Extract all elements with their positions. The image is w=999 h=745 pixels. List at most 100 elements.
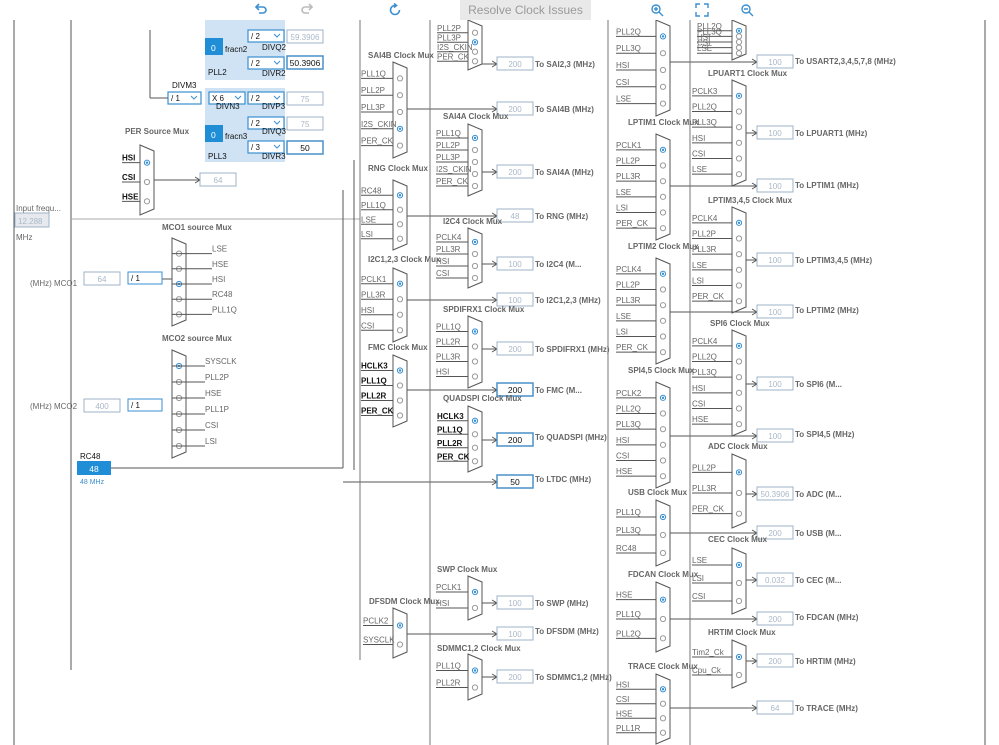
mux-radio[interactable] <box>659 615 667 623</box>
mux-radio[interactable] <box>396 327 404 334</box>
mux-radio[interactable] <box>735 33 743 40</box>
rc48-box[interactable] <box>77 461 111 475</box>
mux-15[interactable] <box>467 653 483 701</box>
mux-radio[interactable] <box>659 729 667 736</box>
mux-radio[interactable] <box>659 333 667 340</box>
mux-radio[interactable] <box>471 182 479 190</box>
mux-radio[interactable] <box>396 382 404 389</box>
output-box-5[interactable] <box>496 292 534 307</box>
mux-17[interactable] <box>731 79 747 187</box>
mux-radio[interactable] <box>735 108 743 115</box>
mux-radio[interactable] <box>659 441 667 448</box>
mux-radio[interactable] <box>396 296 404 303</box>
mux-radio[interactable] <box>735 421 743 428</box>
mco1-div-select[interactable] <box>127 271 163 285</box>
mux-radio[interactable] <box>659 715 667 722</box>
mux-radio[interactable] <box>659 66 667 74</box>
mux-radio[interactable] <box>735 171 743 178</box>
mux-radio[interactable] <box>471 684 479 691</box>
divr2-select[interactable] <box>247 56 285 70</box>
mux-radio[interactable] <box>396 311 404 318</box>
mux-radio[interactable] <box>659 302 667 309</box>
output-box-8[interactable] <box>496 56 534 71</box>
mux-radio[interactable] <box>735 50 743 57</box>
mux-radio[interactable] <box>659 635 667 642</box>
mux-radio[interactable] <box>659 100 667 107</box>
mux-radio[interactable] <box>659 473 667 480</box>
mux-4[interactable] <box>392 179 408 251</box>
mux-radio[interactable] <box>471 431 479 438</box>
mux-radio[interactable] <box>735 374 743 381</box>
mux-radio[interactable] <box>735 510 743 517</box>
mux-radio[interactable] <box>143 178 151 186</box>
mco2-div-select[interactable] <box>127 398 163 412</box>
input-frequency-field[interactable] <box>14 212 50 228</box>
undo-icon[interactable] <box>250 0 272 20</box>
divq3-select[interactable] <box>247 116 285 130</box>
mux-radio[interactable] <box>735 235 743 242</box>
mux-radio[interactable] <box>735 358 743 365</box>
mux-5[interactable] <box>392 267 408 343</box>
mux-radio[interactable] <box>735 251 743 258</box>
mux-radio[interactable] <box>659 317 667 324</box>
mux-radio[interactable] <box>659 410 667 417</box>
output-box-12[interactable] <box>496 474 534 489</box>
fit-to-screen-icon[interactable] <box>691 0 713 20</box>
mux-radio[interactable] <box>143 198 151 205</box>
mux-7[interactable] <box>467 405 483 473</box>
fracn2-box[interactable] <box>205 38 223 55</box>
mux-radio[interactable] <box>471 48 479 55</box>
output-box-11[interactable] <box>496 341 534 356</box>
mux-radio[interactable] <box>471 444 479 451</box>
divp3-select[interactable] <box>247 91 285 105</box>
mux-radio[interactable] <box>471 250 479 258</box>
mux-radio[interactable] <box>471 274 479 282</box>
resolve-clock-issues-button[interactable]: Resolve Clock Issues <box>460 0 591 20</box>
output-box-22[interactable] <box>756 428 794 443</box>
mux-radio[interactable] <box>659 50 667 57</box>
mux-28[interactable] <box>655 673 671 745</box>
mux-radio[interactable] <box>659 193 667 200</box>
mux-radio[interactable] <box>471 262 479 270</box>
mux-radio[interactable] <box>735 266 743 273</box>
output-box-17[interactable] <box>756 125 794 140</box>
mux-radio[interactable] <box>735 597 743 605</box>
mux-radio[interactable] <box>659 209 667 216</box>
mux-radio[interactable] <box>471 146 479 154</box>
mux-radio[interactable] <box>396 108 404 116</box>
output-box-7[interactable] <box>496 432 534 447</box>
output-box-4[interactable] <box>496 208 534 223</box>
mux-radio[interactable] <box>396 412 404 419</box>
mux-radio[interactable] <box>659 83 667 90</box>
mux-radio[interactable] <box>396 142 404 149</box>
mux-radio[interactable] <box>659 457 667 464</box>
refresh-icon[interactable] <box>384 0 406 20</box>
mux-radio[interactable] <box>735 671 743 679</box>
mux-radio[interactable] <box>735 124 743 131</box>
divr3-select[interactable] <box>247 140 285 154</box>
output-box-3[interactable] <box>496 101 534 116</box>
mux-radio[interactable] <box>396 235 404 242</box>
mux-18[interactable] <box>655 133 671 241</box>
mux-radio[interactable] <box>396 92 404 99</box>
mux-radio[interactable] <box>396 641 404 648</box>
output-box-25[interactable] <box>756 572 794 587</box>
mux-radio[interactable] <box>471 29 479 36</box>
mux-radio[interactable] <box>659 426 667 433</box>
mco2-output-box[interactable] <box>83 398 121 413</box>
output-box-6[interactable] <box>496 382 534 397</box>
mux-20[interactable] <box>655 257 671 365</box>
mux-radio[interactable] <box>735 489 743 497</box>
per-output-box[interactable] <box>199 172 237 187</box>
mux-radio[interactable] <box>396 221 404 228</box>
output-box-26[interactable] <box>756 611 794 626</box>
mux-radio[interactable] <box>471 58 479 65</box>
output-box-27[interactable] <box>756 653 794 668</box>
mux-radio[interactable] <box>471 458 479 465</box>
mux-radio[interactable] <box>471 343 479 350</box>
mux-radio[interactable] <box>396 206 404 213</box>
pll3p-output[interactable] <box>286 91 324 106</box>
divq2-select[interactable] <box>247 29 285 43</box>
mux-21[interactable] <box>731 329 747 437</box>
output-box-21[interactable] <box>756 376 794 391</box>
